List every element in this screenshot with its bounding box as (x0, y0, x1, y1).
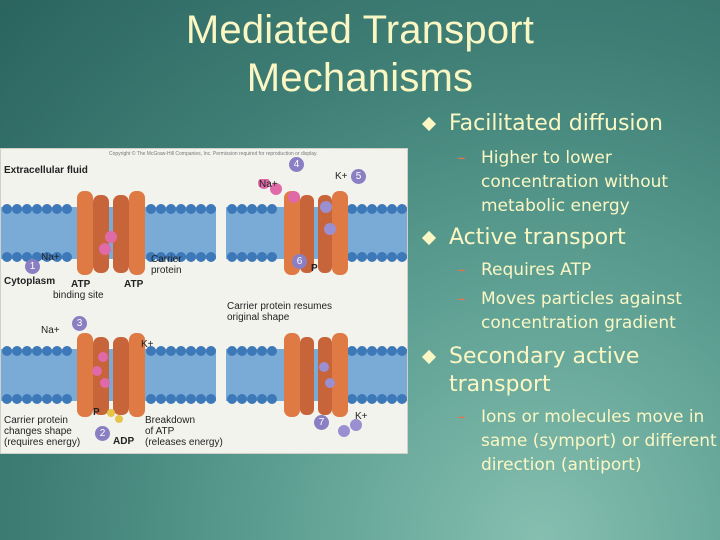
label-atp-1: ATP (71, 279, 91, 290)
label-adp: ADP (113, 436, 135, 447)
title-line-1: Mediated Transport (185, 8, 535, 52)
step-badge-7: 7 (314, 415, 329, 430)
bullet-list: Facilitated diffusion – Higher to lower … (420, 110, 720, 477)
figure-copyright: Copyright © The McGraw-Hill Companies, I… (109, 151, 318, 157)
label-changes-2: changes shape (4, 426, 72, 437)
step-badge-2: 2 (95, 426, 110, 441)
label-k-5: K+ (335, 171, 348, 182)
label-k-7: K+ (355, 411, 368, 422)
label-cytoplasm: Cytoplasm (4, 276, 56, 287)
label-na-4: Na+ (259, 179, 278, 190)
sub-bullet-dash: – (457, 289, 466, 309)
label-p-2: P (93, 407, 100, 418)
label-na-1: Na+ (41, 252, 60, 263)
label-breakdown-2: of ATP (145, 426, 175, 437)
label-resumes-2: original shape (227, 312, 290, 323)
label-changes-1: Carrier protein (4, 415, 68, 426)
bullet-active-transport: Active transport (420, 224, 720, 252)
sub-bullet-text: Requires ATP (481, 260, 592, 280)
sub-bullet: – Ions or molecules move in same (sympor… (420, 405, 720, 477)
sub-bullet-text: Higher to lower concentration without me… (481, 148, 669, 216)
diamond-bullet-icon (421, 349, 437, 365)
label-k-3: K+ (141, 339, 154, 350)
sub-bullet: – Higher to lower concentration without … (420, 146, 720, 218)
title-line-2: Mechanisms (246, 56, 474, 100)
label-atp-2: ATP (124, 279, 144, 290)
diamond-bullet-icon (421, 116, 437, 132)
label-changes-3: (requires energy) (4, 437, 81, 448)
step-badge-5: 5 (351, 169, 366, 184)
sub-bullet-text: Moves particles against concentration gr… (481, 289, 682, 333)
panel-1-membrane (1, 191, 216, 275)
label-na-3: Na+ (41, 325, 60, 336)
bullet-text: Active transport (449, 225, 626, 250)
label-breakdown-1: Breakdown (145, 415, 196, 426)
label-binding-site: binding site (53, 290, 104, 301)
label-carrier: Carrier (151, 254, 182, 265)
diamond-bullet-icon (421, 230, 437, 246)
active-transport-figure: Copyright © The McGraw-Hill Companies, I… (0, 148, 408, 454)
sub-bullet-dash: – (457, 407, 466, 427)
bullet-text: Secondary active transport (449, 344, 640, 397)
step-badge-1: 1 (25, 259, 40, 274)
bullet-facilitated-diffusion: Facilitated diffusion (420, 110, 720, 138)
bullet-text: Facilitated diffusion (449, 111, 663, 136)
label-protein: protein (151, 265, 182, 276)
step-badge-4: 4 (289, 157, 304, 172)
step-badge-3: 3 (72, 316, 87, 331)
sub-bullet-dash: – (457, 148, 466, 168)
label-extracellular: Extracellular fluid (4, 165, 88, 176)
bullet-secondary-active-transport: Secondary active transport (420, 343, 720, 399)
label-resumes-1: Carrier protein resumes (227, 301, 333, 312)
sub-bullet: – Moves particles against concentration … (420, 287, 720, 335)
sub-bullet-dash: – (457, 260, 466, 280)
step-badge-6: 6 (292, 254, 307, 269)
label-p-6: P (311, 263, 318, 274)
panel-3-membrane (1, 333, 216, 423)
label-breakdown-3: (releases energy) (145, 437, 223, 448)
sub-bullet: – Requires ATP (420, 258, 720, 282)
panel-2-membrane (226, 179, 407, 275)
slide-title: Mediated Transport Mechanisms (120, 6, 600, 102)
sub-bullet-text: Ions or molecules move in same (symport)… (481, 407, 717, 475)
panel-4-membrane (226, 333, 407, 437)
